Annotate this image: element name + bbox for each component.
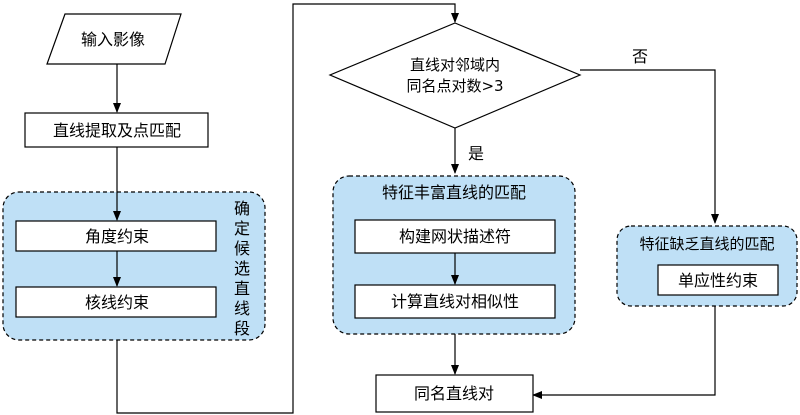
similarity-box xyxy=(354,284,556,319)
input-parallelogram xyxy=(46,13,182,65)
arrow-decision-no xyxy=(580,69,719,224)
poor-group-title: 特征缺乏直线的匹配 xyxy=(639,235,774,253)
vertical-label-candidate-segments: 确 定 候 选 直 线 段 xyxy=(234,199,250,338)
homography-label: 单应性约束 xyxy=(678,271,758,290)
line-extract-box xyxy=(24,112,209,148)
similarity-label: 计算直线对相似性 xyxy=(391,292,519,311)
decision-line2: 同名点对数>3 xyxy=(406,77,503,95)
yes-label: 是 xyxy=(468,144,484,163)
vertical-char: 候 xyxy=(234,239,250,258)
input-label: 输入影像 xyxy=(81,30,145,49)
line-extract-label: 直线提取及点匹配 xyxy=(53,121,181,140)
vertical-char: 线 xyxy=(234,299,250,318)
decision-diamond xyxy=(328,22,582,129)
vertical-char: 段 xyxy=(234,319,250,338)
vertical-char: 选 xyxy=(234,259,250,278)
vertical-char: 确 xyxy=(234,199,250,218)
vertical-char: 定 xyxy=(234,219,250,238)
connector-left-to-decision xyxy=(116,3,459,414)
vertical-char: 直 xyxy=(234,279,250,298)
no-label: 否 xyxy=(632,47,648,66)
group-candidate-segments xyxy=(2,191,266,341)
arrow-poor-to-output xyxy=(532,306,716,399)
homography-box xyxy=(657,264,779,296)
angle-constraint-label: 角度约束 xyxy=(85,227,149,246)
angle-constraint-box xyxy=(15,220,217,252)
epipolar-constraint-label: 核线约束 xyxy=(85,293,149,312)
output-label: 同名直线对 xyxy=(414,384,494,403)
rich-group-title: 特征丰富直线的匹配 xyxy=(382,183,526,202)
mesh-descriptor-box xyxy=(354,219,556,254)
decision-line1: 直线对邻域内 xyxy=(410,56,500,74)
output-box xyxy=(375,374,534,413)
mesh-descriptor-label: 构建网状描述符 xyxy=(399,227,511,246)
epipolar-constraint-box xyxy=(15,286,217,318)
